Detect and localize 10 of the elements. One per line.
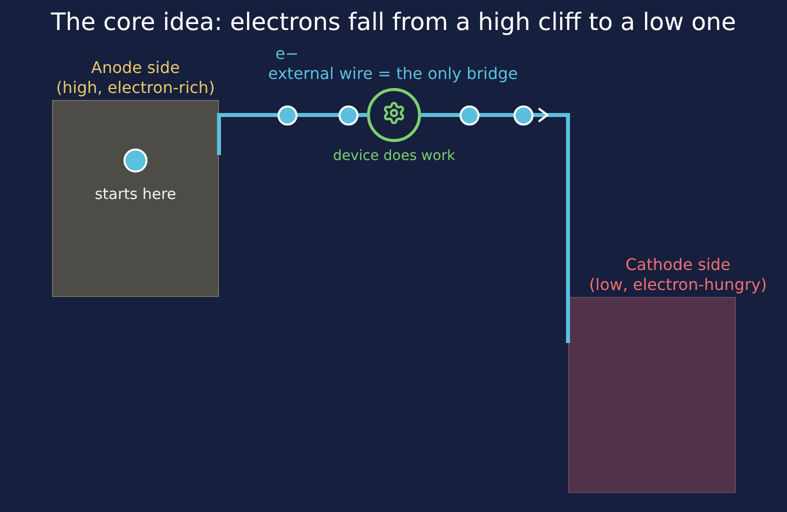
wire-label: external wire = the only bridge [268,64,518,84]
diagram-title: The core idea: electrons fall from a high cliff to a low one [50,8,736,36]
device-caption: device does work [332,148,456,165]
wire [217,113,367,155]
panel-heading: Anode side [91,58,180,78]
panel-subheading: (low, electron-hungry) [589,275,767,295]
panel-heading: Cathode side [625,255,731,275]
panel-note: starts here [94,185,176,203]
electron-label: e− [275,44,299,64]
panel-subheading: (high, electron-rich) [56,78,215,98]
